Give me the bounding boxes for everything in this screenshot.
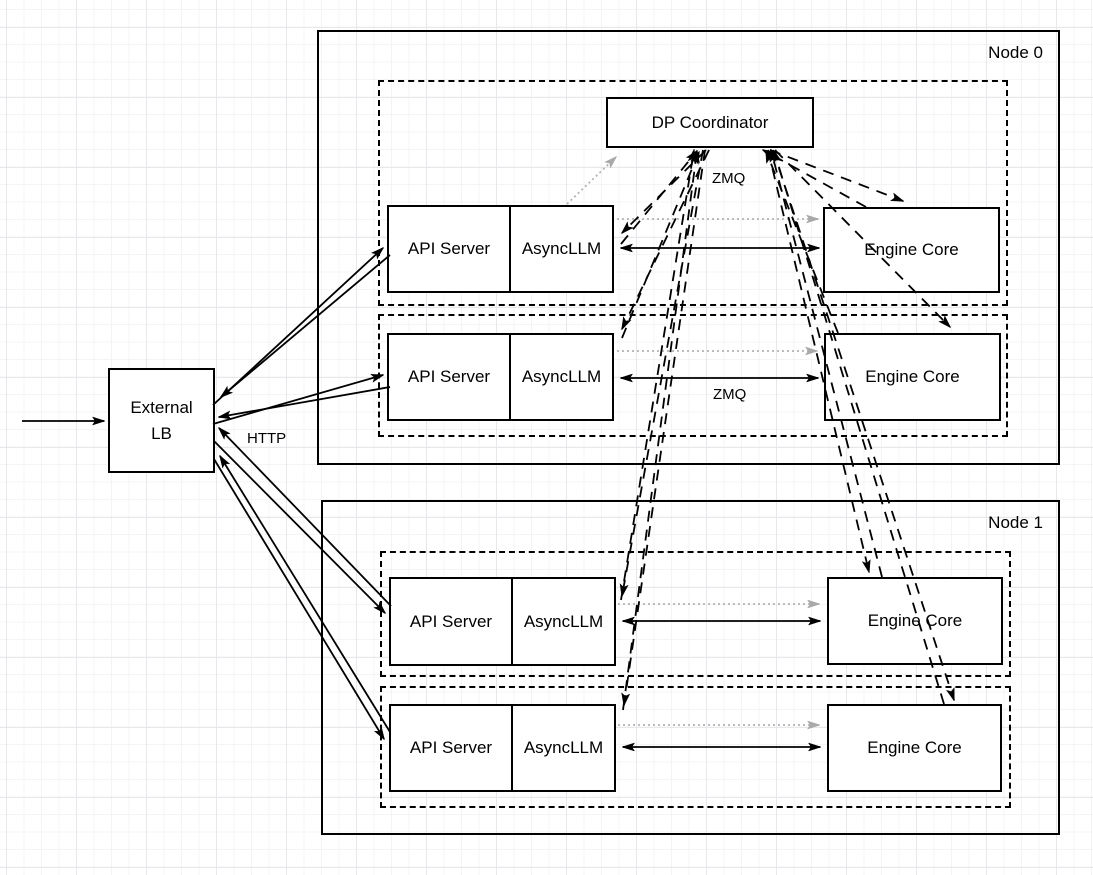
http-label: HTTP bbox=[247, 430, 287, 447]
asyncllm-label: AsyncLLM bbox=[523, 738, 604, 757]
node0-row2-api-asyncllm-box: API Server AsyncLLM bbox=[387, 333, 614, 421]
engine-core-label: Engine Core bbox=[867, 738, 962, 757]
node1-row1-api-server-cell: API Server bbox=[391, 579, 513, 664]
asyncllm-label: AsyncLLM bbox=[521, 367, 602, 386]
node0-row1-engine-core-box: Engine Core bbox=[823, 207, 1000, 293]
node1-label: Node 1 bbox=[988, 513, 1043, 532]
node1-row2-asyncllm-cell: AsyncLLM bbox=[513, 706, 614, 790]
engine-core-label: Engine Core bbox=[865, 367, 960, 386]
engine-core-label: Engine Core bbox=[864, 240, 959, 259]
node0-row2-api-server-cell: API Server bbox=[389, 335, 511, 419]
node0-row1-api-server-cell: API Server bbox=[389, 207, 511, 291]
node1-row2-api-server-cell: API Server bbox=[391, 706, 513, 790]
dp-coordinator-label: DP Coordinator bbox=[651, 112, 769, 132]
api-server-label: API Server bbox=[409, 611, 493, 631]
node0-row2-asyncllm-cell: AsyncLLM bbox=[511, 335, 612, 419]
asyncllm-label: AsyncLLM bbox=[521, 239, 602, 258]
zmq-coordinator-label: ZMQ bbox=[712, 170, 746, 187]
zmq-row-label: ZMQ bbox=[713, 386, 747, 403]
asyncllm-label: AsyncLLM bbox=[523, 611, 604, 631]
node1-row1-asyncllm-cell: AsyncLLM bbox=[513, 579, 614, 664]
node0-row2-engine-core-box: Engine Core bbox=[824, 333, 1001, 421]
node1-row2-engine-core-box: Engine Core bbox=[827, 704, 1002, 792]
node0-row1-asyncllm-cell: AsyncLLM bbox=[511, 207, 612, 291]
external-lb-label: External LB bbox=[130, 397, 193, 443]
external-lb-box: External LB bbox=[108, 368, 215, 473]
api-server-label: API Server bbox=[407, 367, 491, 386]
node0-row1-api-asyncllm-box: API Server AsyncLLM bbox=[387, 205, 614, 293]
api-server-label: API Server bbox=[409, 738, 493, 757]
node1-row1-api-asyncllm-box: API Server AsyncLLM bbox=[389, 577, 616, 666]
node1-row1-engine-core-box: Engine Core bbox=[827, 577, 1003, 665]
node0-label: Node 0 bbox=[988, 43, 1043, 62]
node1-row2-api-asyncllm-box: API Server AsyncLLM bbox=[389, 704, 616, 792]
api-server-label: API Server bbox=[407, 239, 491, 258]
dp-coordinator-box: DP Coordinator bbox=[606, 97, 814, 148]
engine-core-label: Engine Core bbox=[867, 611, 963, 630]
